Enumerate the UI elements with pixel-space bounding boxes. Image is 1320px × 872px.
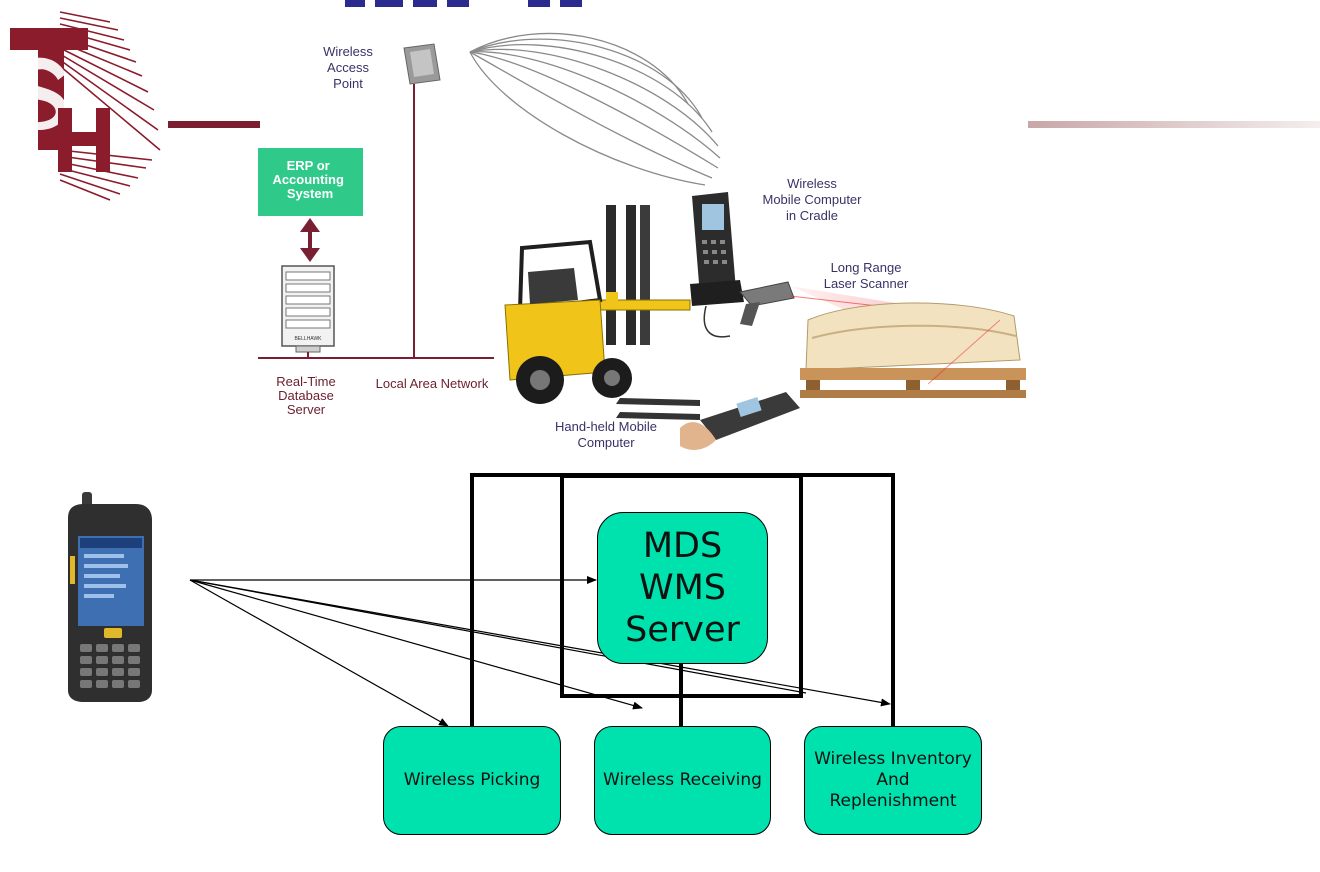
database-server-icon [281, 265, 335, 353]
erp-system-box [258, 148, 363, 216]
label-lan: Local Area Network [376, 376, 489, 391]
pallet-icon [800, 302, 1026, 398]
handheld-computer-icon [680, 392, 800, 450]
mobile-device-icon [68, 492, 152, 702]
warehouse-illustration: ERP or Accounting System BELLHAWK [258, 32, 1026, 450]
server-brand: BELLHAWK [294, 336, 322, 342]
connection-frame [470, 473, 895, 728]
device-arrows [189, 576, 891, 727]
module-wireless-picking[interactable]: Wireless Picking [383, 726, 561, 835]
signal-waves-icon [469, 32, 721, 186]
access-point-icon [403, 43, 441, 85]
module-wireless-receiving[interactable]: Wireless Receiving [594, 726, 771, 835]
forklift-icon [504, 205, 700, 420]
header-rule-left [168, 121, 260, 128]
tsh-logo-icon [10, 11, 161, 201]
erp-label: ERP or Accounting System [272, 158, 347, 201]
title-fragment [270, 0, 610, 9]
header-rule-right [1028, 121, 1320, 128]
wms-server-box[interactable]: MDS WMS Server [597, 512, 768, 664]
mobile-cradle-icon [690, 192, 744, 306]
bidirectional-arrow-icon [300, 218, 320, 262]
module-wireless-inventory[interactable]: Wireless Inventory And Replenishment [804, 726, 982, 835]
laser-scanner-icon [739, 281, 795, 326]
